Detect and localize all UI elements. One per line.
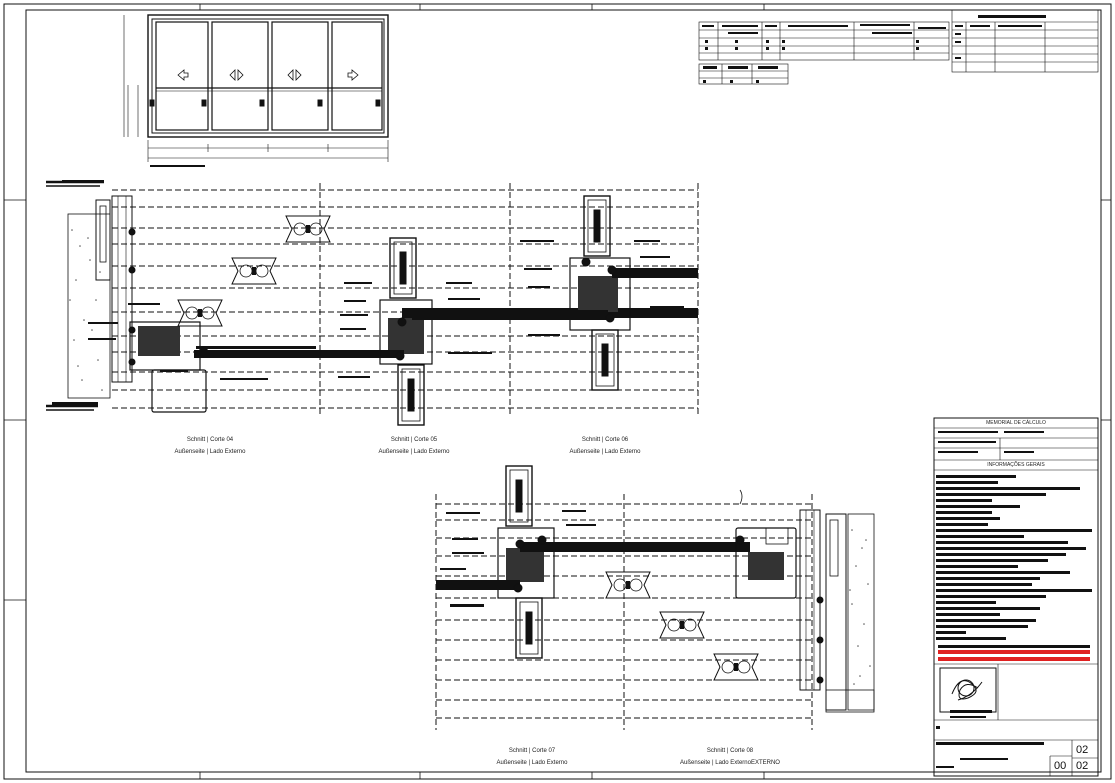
leader-labels-upper — [52, 180, 684, 405]
revision-number: 00 — [1054, 760, 1067, 772]
highlight-bars — [938, 650, 1090, 661]
corte-05-title: Schnitt | Corte 05 — [390, 437, 438, 443]
corte-08-detail — [735, 489, 875, 713]
sheet-number: 02 — [1076, 744, 1089, 756]
revision-table-text-bars — [702, 15, 1046, 83]
sheet-inner-border — [25, 9, 1102, 773]
corte-06-title: Schnitt | Corte 06 — [581, 437, 629, 443]
window-elevation — [123, 14, 389, 167]
corte-06-detail — [412, 195, 698, 391]
corte-07-subtitle: Außenseite | Lado Externo — [496, 760, 568, 766]
corte-07-title: Schnitt | Corte 07 — [508, 748, 556, 754]
corte-04-subtitle: Außenseite | Lado Externo — [174, 449, 246, 455]
corte-07-08-thermal-profiles — [605, 571, 759, 681]
title-block-text-bars — [936, 431, 1092, 768]
corte-06-subtitle: Außenseite | Lado Externo — [569, 449, 641, 455]
leader-labels-lower — [440, 510, 596, 607]
sheet-outer-border — [3, 3, 1112, 780]
corte-07-detail — [436, 465, 750, 659]
corte-04-thermal-profiles — [177, 215, 331, 327]
company-logo — [939, 667, 997, 713]
revision-table — [698, 9, 1099, 85]
border-ticks — [4, 4, 1111, 779]
corte-08-subtitle: Außenseite | Lado ExternoEXTERNO — [680, 760, 780, 766]
corte-04-detail — [46, 180, 316, 413]
corte-04-title: Schnitt | Corte 04 — [186, 437, 234, 443]
memorial-heading: MEMORIAL DE CÁLCULO — [986, 420, 1046, 426]
sheet-total: 02 — [1076, 760, 1089, 772]
title-block — [933, 417, 1099, 777]
corte-05-subtitle: Außenseite | Lado Externo — [378, 449, 450, 455]
corte-08-title: Schnitt | Corte 08 — [706, 748, 754, 754]
section-grid-lower — [435, 494, 813, 730]
info-heading: INFORMAÇÕES GERAIS — [987, 462, 1045, 468]
